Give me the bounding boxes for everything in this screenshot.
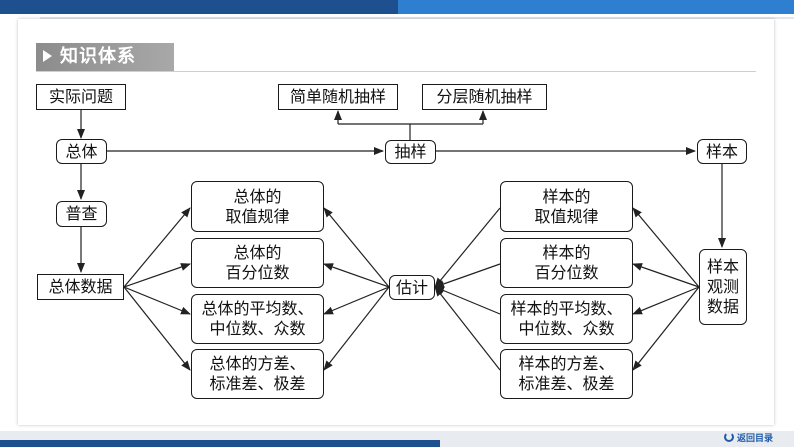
node-sample-observed-data: 样本 观测 数据 xyxy=(699,249,747,325)
edge-est-poppct xyxy=(323,263,390,288)
edge-data-popspread xyxy=(123,286,191,371)
play-triangle-icon xyxy=(43,50,52,62)
node-census: 普查 xyxy=(56,201,107,227)
node-population-central-tendency: 总体的平均数、 中位数、众数 xyxy=(191,294,324,344)
edge-smpdist-est xyxy=(434,207,501,288)
edge-obs-smpspread xyxy=(632,286,700,371)
node-sampling: 抽样 xyxy=(385,140,436,164)
header-divider xyxy=(36,71,756,72)
edge-smpspread-est xyxy=(434,286,501,371)
edge-data-popdist xyxy=(123,207,191,288)
node-population-data: 总体数据 xyxy=(37,274,124,300)
node-estimate: 估计 xyxy=(389,275,435,300)
section-header xyxy=(36,43,174,71)
back-to-contents-label: 返回目录 xyxy=(737,433,774,444)
edge-est-popspread xyxy=(323,286,390,371)
node-simple-random-sampling: 简单随机抽样 xyxy=(278,84,398,110)
node-stratified-sampling: 分层随机抽样 xyxy=(422,84,547,110)
node-sample-percentile: 样本的 百分位数 xyxy=(500,238,633,288)
edge-obs-smpdist xyxy=(632,207,700,288)
edge-est-popdist xyxy=(323,207,390,288)
back-to-contents-button[interactable]: 返回目录 xyxy=(724,429,788,445)
top-stripe xyxy=(40,17,794,19)
node-sample-central-tendency: 样本的平均数、 中位数、众数 xyxy=(500,294,633,344)
return-icon xyxy=(724,432,734,442)
node-sample-distribution: 样本的 取值规律 xyxy=(500,181,633,232)
edge-data-poppct xyxy=(123,263,191,288)
node-population-dispersion: 总体的方差、 标准差、极差 xyxy=(191,349,324,399)
edge-smppct-est xyxy=(434,263,501,288)
section-title: 知识体系 xyxy=(60,46,136,67)
edge-smpcenter-est xyxy=(434,286,501,315)
edge-data-popcenter xyxy=(123,286,191,315)
bottom-banner-accent xyxy=(0,440,440,447)
edge-obs-smpcenter xyxy=(632,286,700,315)
node-population-percentile: 总体的 百分位数 xyxy=(191,238,324,288)
node-real-problem: 实际问题 xyxy=(36,84,126,110)
edge-est-popcenter xyxy=(323,286,390,315)
top-banner-accent xyxy=(398,0,794,14)
node-sample: 样本 xyxy=(697,139,747,164)
node-population: 总体 xyxy=(56,139,107,164)
edge-obs-smppct xyxy=(632,263,700,288)
node-population-distribution: 总体的 取值规律 xyxy=(191,181,324,232)
node-sample-dispersion: 样本的方差、 标准差、极差 xyxy=(500,349,633,399)
